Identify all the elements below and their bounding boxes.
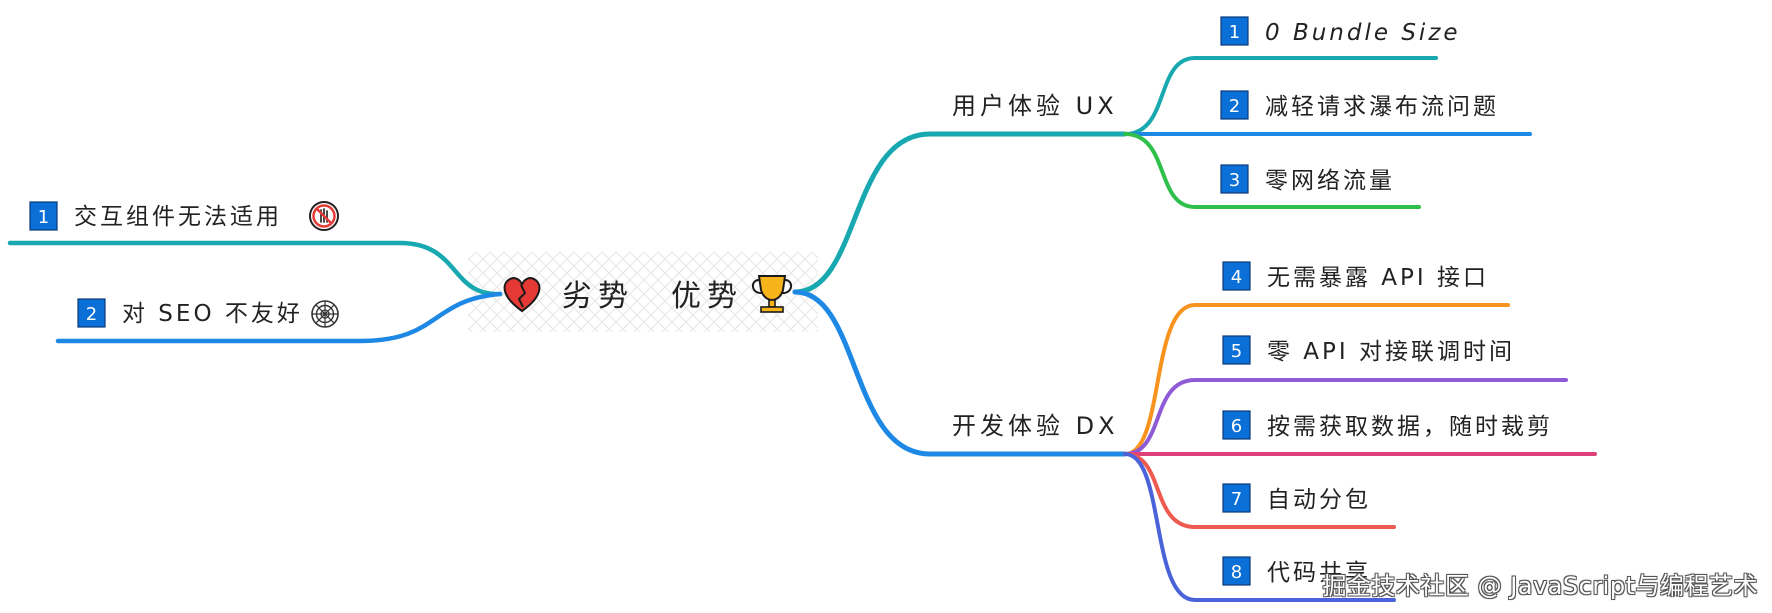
badge-number: 8: [1231, 562, 1242, 583]
dx-branch-label: 开发体验 DX: [952, 412, 1119, 440]
badge: [1222, 410, 1251, 440]
badge-number: 4: [1231, 267, 1242, 288]
badge: [29, 201, 58, 231]
advantage-label: 零网络流量: [1265, 168, 1395, 194]
advantage-label: 按需获取数据，随时裁剪: [1267, 414, 1553, 440]
badge: [77, 298, 106, 328]
advantage-label: 无需暴露 API 接口: [1267, 265, 1489, 291]
advantage-item-6[interactable]: 6 按需获取数据，随时裁剪: [1222, 410, 1553, 440]
badge-number: 1: [1229, 22, 1240, 43]
advantage-item-8[interactable]: 8 代码共享: [1222, 556, 1371, 586]
badge-number: 1: [38, 207, 49, 228]
connector-leaf-1: [1123, 56, 1438, 136]
badge: [1222, 556, 1251, 586]
connector-disadvantage-2: [55, 291, 503, 344]
badge-number: 3: [1229, 170, 1240, 191]
badge-number: 7: [1231, 489, 1242, 510]
advantage-item-2[interactable]: 2 减轻请求瀑布流问题: [1220, 90, 1499, 120]
advantage-item-7[interactable]: 7 自动分包: [1222, 483, 1371, 513]
connector-leaf-7: [1123, 452, 1396, 529]
badge: [1220, 164, 1249, 194]
spider-web-icon: [311, 300, 339, 328]
badge-number: 2: [1229, 96, 1240, 117]
ux-branch-label: 用户体验 UX: [952, 92, 1118, 120]
badge: [1222, 335, 1251, 365]
advantage-label: 0 Bundle Size: [1265, 20, 1461, 46]
badge-number: 2: [86, 304, 97, 325]
trophy-icon: [752, 275, 792, 313]
badge-number: 6: [1231, 416, 1242, 437]
broken-heart-icon: [503, 277, 541, 313]
connector-leaf-3: [1123, 132, 1421, 209]
advantage-label: 自动分包: [1267, 487, 1371, 513]
connector-leaf-4: [1123, 303, 1510, 456]
connector-dx: [792, 289, 1128, 457]
watermark: 掘金技术社区 @ JavaScript与编程艺术: [1322, 572, 1758, 600]
badge: [1220, 16, 1249, 46]
badge-number: 5: [1231, 341, 1242, 362]
advantages-title: 优势: [671, 279, 743, 314]
no-touch-icon: [309, 201, 339, 231]
disadvantage-item-1[interactable]: 1 交互组件无法适用: [29, 201, 339, 231]
badge: [1222, 261, 1251, 291]
advantage-item-1[interactable]: 1 0 Bundle Size: [1220, 16, 1461, 46]
advantage-item-4[interactable]: 4 无需暴露 API 接口: [1222, 261, 1489, 291]
advantage-label: 减轻请求瀑布流问题: [1265, 94, 1499, 120]
advantage-item-5[interactable]: 5 零 API 对接联调时间: [1222, 335, 1515, 365]
advantage-item-3[interactable]: 3 零网络流量: [1220, 164, 1395, 194]
connector-leaf-5: [1123, 378, 1568, 456]
disadvantage-item-2[interactable]: 2 对 SEO 不友好: [77, 298, 339, 328]
advantage-label: 代码共享: [1267, 560, 1371, 586]
disadvantage-label: 交互组件无法适用: [74, 204, 282, 230]
connector-ux: [792, 131, 1128, 295]
badge: [1220, 90, 1249, 120]
advantage-label: 零 API 对接联调时间: [1267, 339, 1515, 365]
disadvantages-title: 劣势: [562, 279, 634, 314]
badge: [1222, 483, 1251, 513]
disadvantage-label: 对 SEO 不友好: [122, 301, 303, 327]
connector-disadvantage-1: [7, 240, 503, 297]
connector-leaf-8: [1123, 452, 1396, 602]
